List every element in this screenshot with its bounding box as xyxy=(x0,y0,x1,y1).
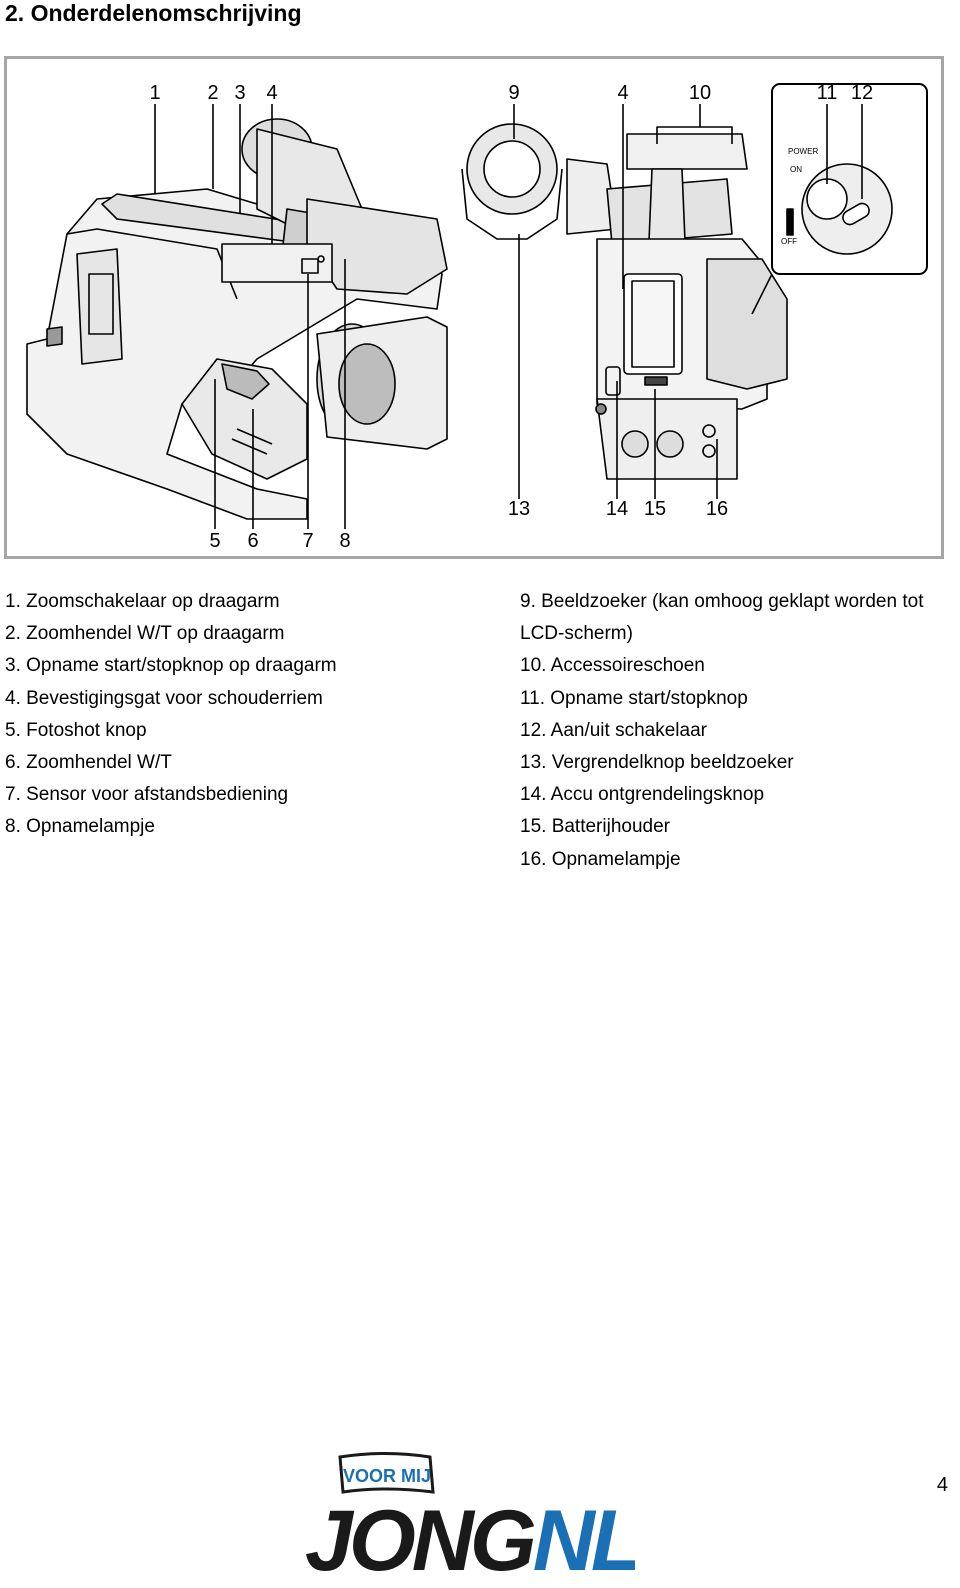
legend-item: 10. Accessoireschoen xyxy=(520,655,705,677)
legend-item: 1. Zoomschakelaar op draagarm xyxy=(5,591,280,612)
legend-item: 16. Opnamelampje xyxy=(520,848,681,870)
callout-11: 11 xyxy=(817,82,838,104)
camcorder-parts-figure: 1 2 3 4 5 6 7 8 9 4 10 11 12 13 14 15 16… xyxy=(4,56,944,559)
switch-label-off: OFF xyxy=(781,237,797,246)
legend-item: 12. Aan/uit schakelaar xyxy=(520,719,707,741)
legend-item: 14. Accu ontgrendelingsknop xyxy=(520,784,765,806)
callout-14: 14 xyxy=(606,498,628,520)
logo-main-text-nl: NL xyxy=(533,1493,635,1582)
jongnl-logo: VOOR MIJ JONGNL xyxy=(305,1452,643,1588)
callout-2: 2 xyxy=(207,82,218,104)
svg-text:JONGNL: JONGNL xyxy=(305,1493,635,1582)
page-number: 4 xyxy=(936,1474,948,1496)
callout-7: 7 xyxy=(302,530,313,552)
callout-16: 16 xyxy=(706,498,728,520)
callout-10: 10 xyxy=(689,82,711,104)
switch-label-power: POWER xyxy=(788,147,818,156)
legend-item: 15. Batterijhouder xyxy=(520,816,670,838)
callout-4: 4 xyxy=(266,82,277,104)
legend-item: 11. Opname start/stopknop xyxy=(520,687,748,709)
callout-13: 13 xyxy=(508,498,530,520)
callout-6: 6 xyxy=(247,530,258,552)
parts-legend-left: 1. Zoomschakelaar op draagarm 2. Zoomhen… xyxy=(5,586,495,844)
legend-item: 6. Zoomhendel W/T xyxy=(5,752,172,774)
legend-item: 2. Zoomhendel W/T op draagarm xyxy=(5,623,285,645)
callout-15: 15 xyxy=(644,498,666,520)
camcorder-illustration: 1 2 3 4 5 6 7 8 9 4 10 11 12 13 14 15 16… xyxy=(26,82,928,552)
callout-3: 3 xyxy=(234,82,245,104)
logo-top-text: VOOR MIJ xyxy=(343,1466,431,1486)
callout-4-rear: 4 xyxy=(617,82,628,104)
logo-main-text-jong: JONG xyxy=(305,1493,535,1582)
legend-item: 7. Sensor voor afstandsbediening xyxy=(5,784,289,806)
callout-5: 5 xyxy=(209,530,220,552)
legend-item: 9. Beeldzoeker (kan omhoog geklapt worde… xyxy=(520,591,924,645)
legend-item: 3. Opname start/stopknop op draagarm xyxy=(5,655,337,677)
callout-8: 8 xyxy=(339,530,350,552)
parts-legend-right: 9. Beeldzoeker (kan omhoog geklapt worde… xyxy=(520,586,950,876)
legend-item: 8. Opnamelampje xyxy=(5,816,155,838)
legend-item: 5. Fotoshot knop xyxy=(5,719,147,741)
legend-item: 13. Vergrendelknop beeldzoeker xyxy=(520,752,794,774)
callout-12: 12 xyxy=(851,82,873,104)
jongnl-logo-graphic: VOOR MIJ JONGNL xyxy=(305,1452,643,1588)
switch-label-on: ON xyxy=(790,165,802,174)
section-title: 2. Onderdelenomschrijving xyxy=(5,0,302,26)
callout-1: 1 xyxy=(149,82,160,104)
callout-9: 9 xyxy=(508,82,519,104)
legend-item: 4. Bevestigingsgat voor schouderriem xyxy=(5,687,323,709)
